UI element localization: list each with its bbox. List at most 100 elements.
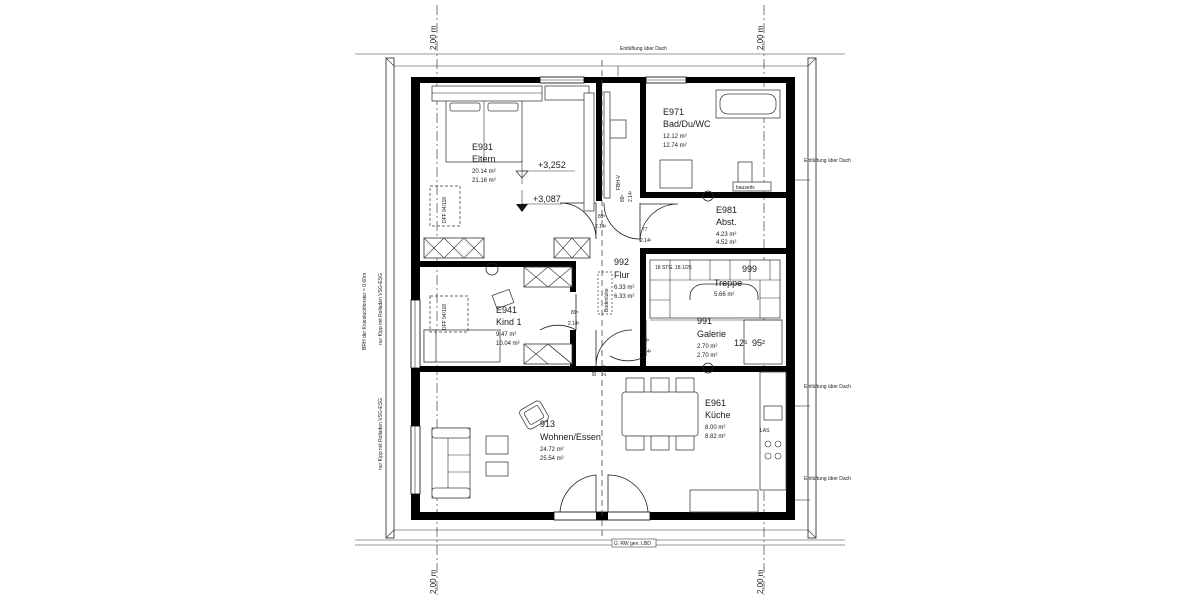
- washer-bauseits: [732, 181, 772, 192]
- bodenluke-label: Bodenluke: [604, 288, 610, 312]
- window-note-upper: nur Kipp mit Rolladen VSG-ESG: [378, 273, 384, 345]
- room-bad: E971 Bad/Du/WC 12.12 m² 12.74 m²: [663, 107, 711, 149]
- room-wohnen: 913 Wohnen/Essen 24.72 m² 25.54 m²: [540, 419, 601, 462]
- door-swings: [539, 202, 679, 513]
- dim-bottom-right: 2.00 m: [756, 569, 765, 594]
- galerie-dim-w: 12⁵: [734, 338, 748, 348]
- room-area-2: 8.82 m²: [705, 434, 725, 440]
- coffee-table: [485, 435, 509, 455]
- door-width: 89⁵: [620, 194, 626, 202]
- vent-top: Entlüftung über Dach: [617, 46, 667, 76]
- room-kind: E941 Kind 1 9.47 m² 10.04 m²: [496, 305, 522, 347]
- vent-bad: Entlüftung über Dach: [795, 158, 851, 181]
- vent-label: Entlüftung über Dach: [804, 476, 851, 482]
- room-name: Kind 1: [496, 317, 522, 327]
- vent-label: Entlüftung über Dach: [620, 46, 667, 52]
- door-width: 89⁵: [592, 368, 598, 376]
- vent-label: Entlüftung über Dach: [804, 158, 851, 164]
- desk-chair: [491, 288, 515, 310]
- vent-kueche-2: Entlüftung über Dach: [795, 476, 851, 501]
- room-area: 20.14 m²: [472, 169, 496, 175]
- door-width: 77: [642, 227, 648, 233]
- vent-kueche: Entlüftung über Dach: [795, 384, 851, 407]
- shower: [659, 159, 693, 189]
- room-kueche: E961 Küche 8.00 m² 8.82 m²: [705, 398, 731, 440]
- door-height: 2.14¹: [595, 224, 607, 230]
- room-area-2: 6.33 m²: [614, 294, 634, 300]
- vent-label: Entlüftung über Dach: [804, 384, 851, 390]
- room-code: E981: [716, 205, 737, 215]
- room-area-2: 10.04 m²: [496, 341, 520, 347]
- room-code: E931: [472, 142, 493, 152]
- fbh-label: FBH-V: [616, 174, 622, 190]
- rw-label-box: Ü. RW gen. LBD: [611, 538, 657, 548]
- dining-table: [621, 377, 699, 451]
- stairs-note: 18 STG. 18.1/25: [655, 265, 692, 271]
- room-area-2: 12.74 m²: [663, 143, 687, 149]
- door-dim-abst: 77 2.14¹: [640, 227, 652, 244]
- rw-label: Ü. RW gen. LBD: [614, 540, 651, 547]
- room-name: Bad/Du/WC: [663, 119, 711, 129]
- room-treppe: 18 STG. 18.1/25 999 Treppe 5.66 m²: [655, 264, 757, 298]
- dim-top-left: 2.00 m: [429, 25, 438, 50]
- room-name: Abst.: [716, 217, 737, 227]
- bed-single: [423, 329, 501, 363]
- wc: [737, 161, 753, 185]
- door-width: 89⁵: [571, 310, 579, 316]
- room-name: Flur: [614, 270, 630, 280]
- door-width: 89⁵: [598, 214, 606, 220]
- room-area: 6.33 m²: [614, 285, 634, 291]
- room-area: 8.00 m²: [705, 425, 725, 431]
- room-area-2: 2.70 m²: [697, 353, 717, 359]
- las-label: LAS: [760, 428, 770, 434]
- room-code: 992: [614, 257, 629, 267]
- dff-label-2: DFF 94/118: [442, 304, 448, 330]
- room-name: Treppe: [714, 278, 742, 288]
- wardrobe-eltern: [544, 85, 590, 101]
- door-dim-galerie: 89⁵ 2.14¹: [640, 338, 652, 355]
- fbh-distributor: [603, 91, 611, 199]
- room-name: Eltern: [472, 154, 496, 164]
- room-area: 2.70 m²: [697, 344, 717, 350]
- room-eltern: E931 Eltern 20.14 m² 21.16 m²: [472, 142, 496, 184]
- galerie-railing: [650, 319, 783, 365]
- level-marker-lower: [516, 190, 562, 212]
- door-height: 2.14¹: [602, 364, 608, 376]
- room-flur: 992 Flur 6.33 m² 6.33 m²: [614, 257, 634, 300]
- bath-fixture: [609, 119, 627, 139]
- door-height: 2.14¹: [568, 321, 580, 327]
- door-height: 2.14¹: [628, 190, 634, 202]
- room-name: Küche: [705, 410, 731, 420]
- door-height: 2.14¹: [640, 349, 652, 355]
- room-code: E941: [496, 305, 517, 315]
- level-marker-upper: [515, 160, 575, 184]
- bauseits-label: bauseits: [736, 185, 755, 191]
- dresser: [583, 92, 595, 212]
- room-code: E961: [705, 398, 726, 408]
- room-code: 913: [540, 419, 555, 429]
- room-name: Wohnen/Essen: [540, 432, 601, 442]
- dff-label-1: DFF 94/118: [442, 197, 448, 223]
- sink: [763, 405, 783, 421]
- kitchen-cabinet: [689, 489, 759, 513]
- room-code: 999: [742, 264, 757, 274]
- room-area: 5.66 m²: [714, 292, 734, 298]
- door-dim-kind: 89⁵ 2.14¹: [568, 310, 580, 327]
- sofa: [431, 427, 471, 499]
- galerie-dim-h: 95²: [752, 338, 765, 348]
- door-height: 2.14¹: [640, 238, 652, 244]
- room-abst: E981 Abst. 4.23 m² 4.52 m²: [716, 205, 737, 246]
- room-name: Galerie: [697, 329, 726, 339]
- dim-top-right: 2.00 m: [756, 25, 765, 50]
- room-area: 12.12 m²: [663, 134, 687, 140]
- room-code: E971: [663, 107, 684, 117]
- door-dim-bad: 89⁵ 2.14¹: [620, 190, 634, 202]
- dff-window-2: [429, 295, 469, 333]
- bathtub: [715, 89, 781, 119]
- room-area-2: 4.52 m²: [716, 240, 736, 246]
- dff-window-1: [429, 185, 461, 227]
- drain-symbol-galerie: [702, 362, 714, 374]
- room-area-2: 21.16 m²: [472, 178, 496, 184]
- door-dim-wohnen: 89⁵ 2.14¹: [592, 364, 608, 376]
